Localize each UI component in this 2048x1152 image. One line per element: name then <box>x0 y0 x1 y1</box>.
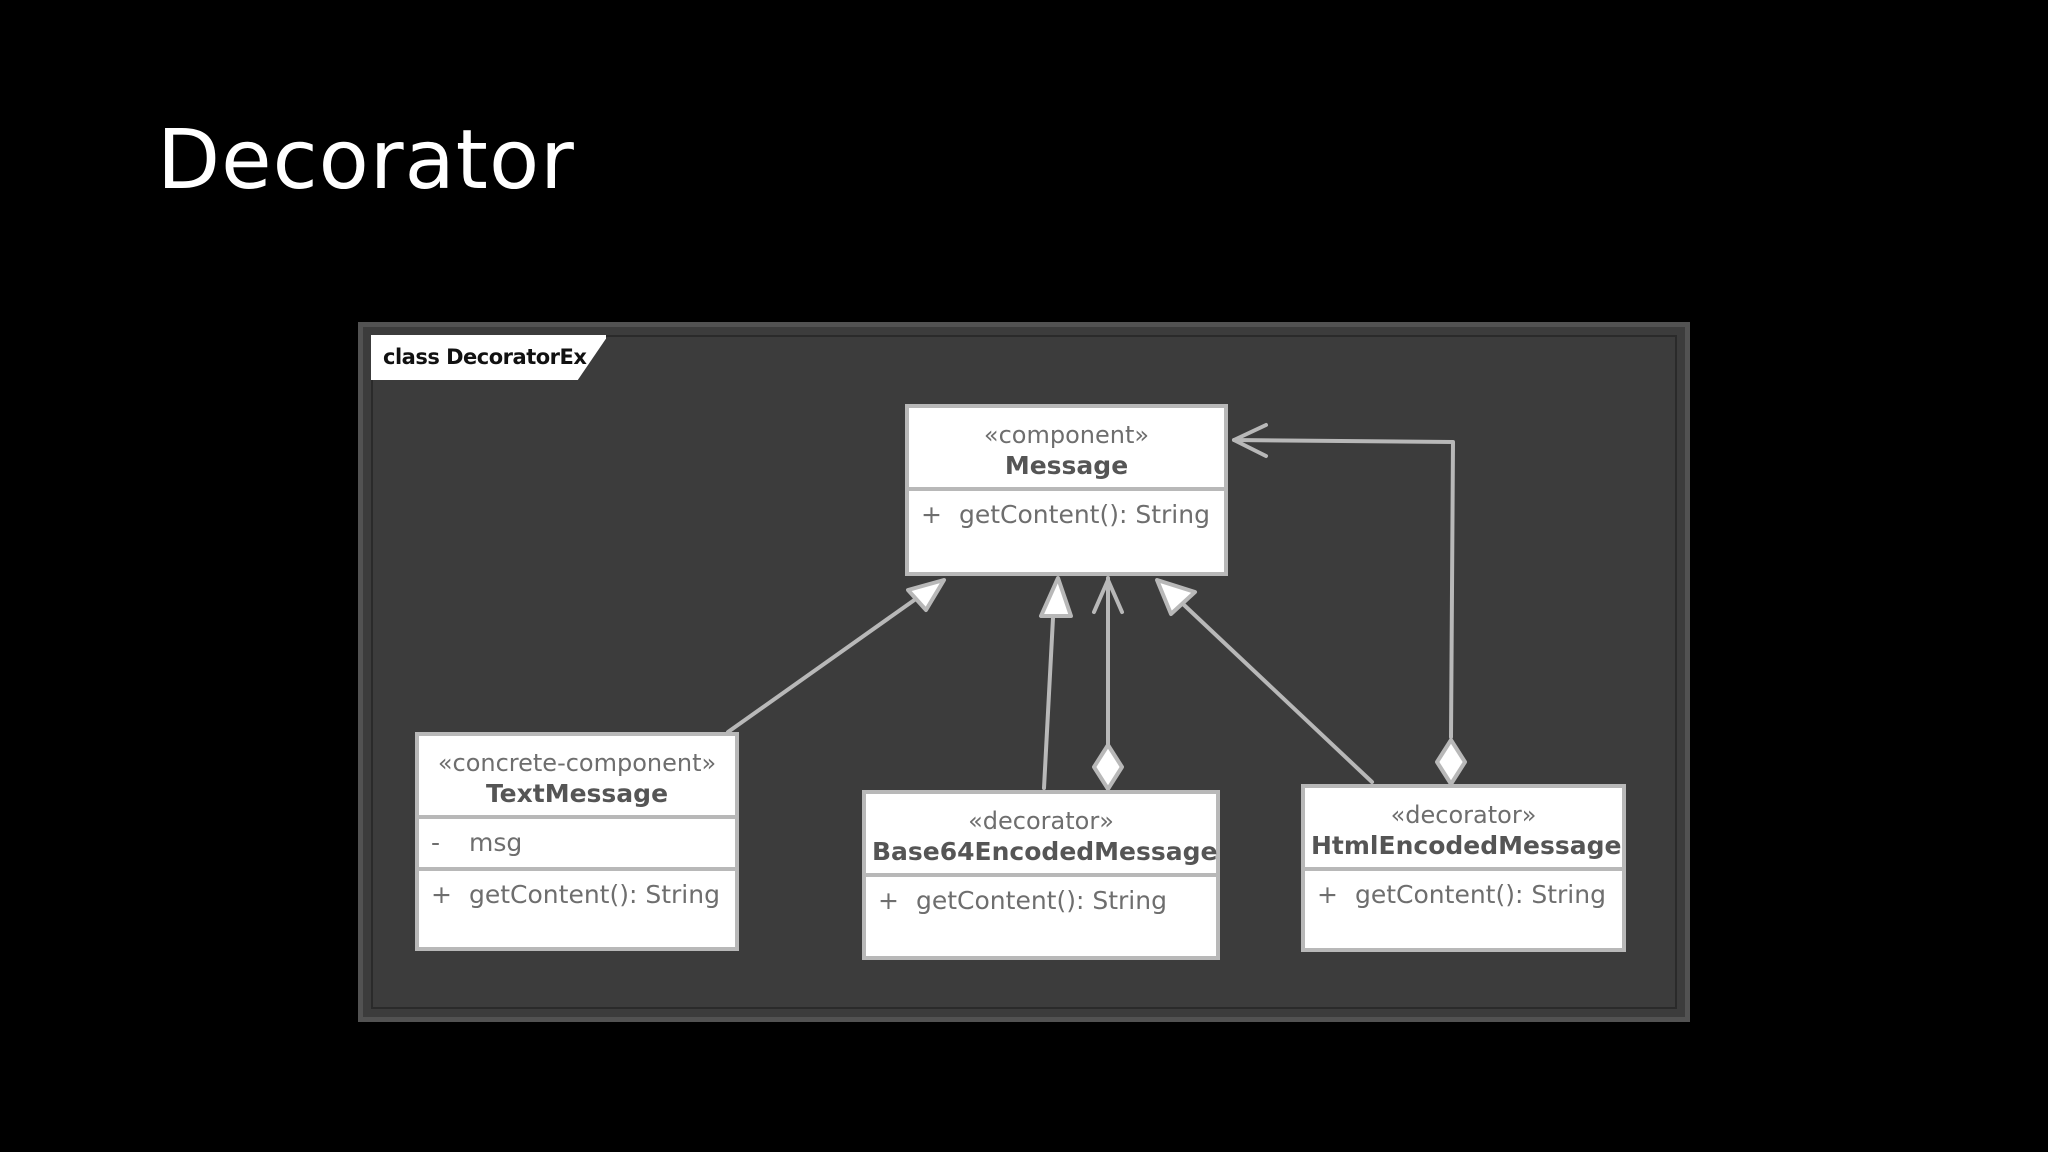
class-message-header: «component» Message <box>909 408 1224 491</box>
class-base64-operation: + getContent(): String <box>866 877 1216 925</box>
frame-inner-border <box>371 335 1677 1009</box>
class-textmessage-stereotype: «concrete-component» <box>437 749 717 777</box>
triangle-head-textmessage <box>906 578 946 612</box>
edge-html-message-aggregation <box>1232 438 1455 739</box>
diamond-html <box>1435 738 1467 786</box>
class-textmessage[interactable]: «concrete-component» TextMessage -msg + g… <box>415 732 739 951</box>
visibility-marker: + <box>431 880 452 909</box>
arrowhead-open-horizontal <box>1232 423 1268 458</box>
arrowhead-open-vertical <box>1092 578 1124 614</box>
class-message[interactable]: «component» Message + getContent(): Strin… <box>905 404 1228 576</box>
operation-signature: getContent(): String <box>469 880 720 909</box>
class-textmessage-name: TextMessage <box>485 779 669 808</box>
operation-signature: getContent(): String <box>916 886 1167 915</box>
diamond-base64 <box>1092 743 1124 791</box>
attribute-signature: msg <box>469 828 523 857</box>
operation-signature: getContent(): String <box>959 500 1210 529</box>
frame-label: class DecoratorEx <box>371 335 606 380</box>
triangle-head-base64 <box>1039 576 1073 618</box>
class-html-name: HtmlEncodedMessage <box>1311 831 1622 860</box>
edge-html-message-generalization <box>1181 602 1374 784</box>
class-base64-name: Base64EncodedMessage <box>872 837 1218 866</box>
visibility-marker: + <box>1317 880 1338 909</box>
class-message-stereotype: «component» <box>983 421 1150 449</box>
edge-base64-message-generalization <box>1042 616 1055 790</box>
visibility-marker: + <box>921 500 942 529</box>
class-html-header: «decorator» HtmlEncodedMessage <box>1305 788 1622 871</box>
class-base64encodedmessage[interactable]: «decorator» Base64EncodedMessage + getCon… <box>862 790 1220 960</box>
class-textmessage-attribute: -msg <box>419 819 735 871</box>
triangle-head-html <box>1155 578 1197 616</box>
visibility-marker: + <box>878 886 899 915</box>
class-html-stereotype: «decorator» <box>1390 801 1537 829</box>
edge-textmessage-message <box>726 594 922 734</box>
class-htmlencodedmessage[interactable]: «decorator» HtmlEncodedMessage + getConte… <box>1301 784 1626 952</box>
slide-title: Decorator <box>157 113 575 208</box>
class-html-operation: + getContent(): String <box>1305 871 1622 919</box>
class-message-operation: + getContent(): String <box>909 491 1224 539</box>
class-message-name: Message <box>1004 451 1129 480</box>
class-base64-stereotype: «decorator» <box>968 807 1114 835</box>
class-textmessage-header: «concrete-component» TextMessage <box>419 736 735 819</box>
class-textmessage-operation: + getContent(): String <box>419 871 735 919</box>
operation-signature: getContent(): String <box>1355 880 1606 909</box>
visibility-marker: - <box>431 828 441 857</box>
class-base64-header: «decorator» Base64EncodedMessage <box>866 794 1218 877</box>
